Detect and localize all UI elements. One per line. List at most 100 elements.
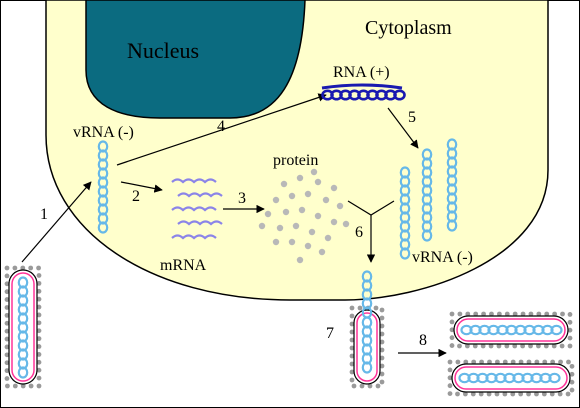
mrna-strands: [171, 178, 223, 240]
rna-plus-label: RNA (+): [333, 64, 390, 81]
virion-spike: [36, 304, 42, 310]
virion-released-top-coil: [460, 324, 563, 336]
virion-spike: [536, 343, 541, 349]
arrow-step-1: [21, 181, 92, 263]
virion-spike: [552, 311, 558, 317]
virion-spike: [4, 273, 10, 279]
protein-dots: [258, 168, 350, 264]
vrna-left: [97, 140, 109, 234]
virion-spike: [569, 387, 575, 393]
protein-dot: [322, 196, 330, 204]
virion-spike: [494, 359, 500, 365]
virion-spike: [471, 359, 477, 365]
virion-spike: [12, 383, 18, 389]
virion-spike: [472, 343, 478, 349]
virion-spike: [569, 363, 575, 369]
virion-spike: [447, 359, 453, 365]
virion-spike: [349, 337, 355, 343]
coil-loop: [548, 372, 561, 384]
vrna-right-strand-3: [446, 138, 458, 232]
protein-dot: [318, 248, 326, 256]
virion-envelope: [454, 366, 568, 390]
protein-dot: [298, 206, 306, 214]
virion-spike: [526, 391, 531, 397]
protein-dot: [272, 196, 280, 204]
virion-spike: [449, 343, 455, 348]
nucleus-label: Nucleus: [127, 38, 199, 63]
virion-spike: [447, 383, 453, 389]
virion-spike: [379, 339, 385, 345]
virion-released-bottom: [447, 359, 575, 397]
protein-dot: [292, 222, 300, 230]
virion-spike: [447, 391, 453, 396]
virion-spike: [4, 281, 10, 287]
virion-spike: [36, 288, 42, 294]
virion-spike: [447, 367, 453, 373]
virion-released-top: [449, 311, 573, 349]
virion-spike: [379, 379, 385, 385]
virion-spike: [544, 311, 550, 317]
virion-spike: [4, 344, 10, 350]
virion-spike: [379, 307, 385, 313]
coil-loop: [361, 306, 373, 319]
virion-spike: [12, 265, 18, 271]
coil-loop: [97, 221, 109, 234]
protein-dot: [324, 234, 332, 242]
protein-dot: [304, 190, 312, 198]
virion-spike: [457, 343, 462, 349]
virion-spike: [4, 376, 10, 381]
budding-strand-coil: [361, 270, 373, 319]
virion-spike: [455, 359, 461, 365]
virion-spike: [567, 335, 573, 341]
protein-dot: [296, 174, 304, 182]
virion-spike: [4, 265, 10, 271]
coil-loop: [17, 366, 29, 379]
virion-spike: [542, 359, 548, 365]
virion-spike: [379, 363, 385, 369]
virion-spike: [4, 360, 10, 366]
virion-membrane: [8, 269, 38, 385]
virion-spike: [494, 391, 500, 397]
virion-envelope: [11, 272, 35, 382]
virion-spike: [473, 311, 479, 317]
virion-spike: [351, 383, 357, 389]
mrna-strand: [171, 178, 217, 184]
virion-spike: [487, 359, 492, 365]
virion-spike: [528, 343, 533, 349]
step-label-8: 8: [419, 332, 427, 349]
virion-released-bottom-coil: [458, 372, 561, 384]
coil-loop: [393, 89, 406, 101]
virion-spike: [4, 368, 10, 374]
virion-spike: [457, 311, 463, 317]
virion-spike: [463, 359, 469, 365]
vrna-right-strand-2: [421, 148, 433, 242]
virion-spike: [510, 391, 516, 397]
protein-dot: [330, 218, 338, 226]
virion-spike: [502, 391, 508, 397]
virion-spike: [449, 319, 455, 325]
virion-spike: [28, 265, 34, 271]
virion-spike: [447, 375, 453, 381]
virion-spike: [559, 343, 565, 349]
virion-membrane: [451, 363, 571, 393]
virion-entering: [4, 265, 42, 389]
virion-spike: [379, 323, 385, 329]
virion-spike: [349, 353, 355, 359]
virion-spike: [349, 305, 355, 311]
virion-spike: [36, 367, 42, 373]
coil-loop: [550, 324, 563, 336]
virion-spike: [379, 355, 385, 361]
virion-spike: [349, 345, 355, 351]
virion-spike: [379, 371, 385, 377]
rna-plus-strand: [321, 83, 406, 101]
virion-spike: [36, 273, 42, 278]
arrow-step-5: [387, 107, 419, 149]
virion-spike: [550, 359, 556, 365]
virion-spike: [534, 391, 539, 397]
rna-plus-backbone: [321, 83, 403, 90]
virion-spike: [541, 391, 547, 397]
virion-spike: [36, 359, 42, 365]
virion-budding-coil: [361, 316, 373, 374]
virion-spike: [28, 383, 34, 389]
